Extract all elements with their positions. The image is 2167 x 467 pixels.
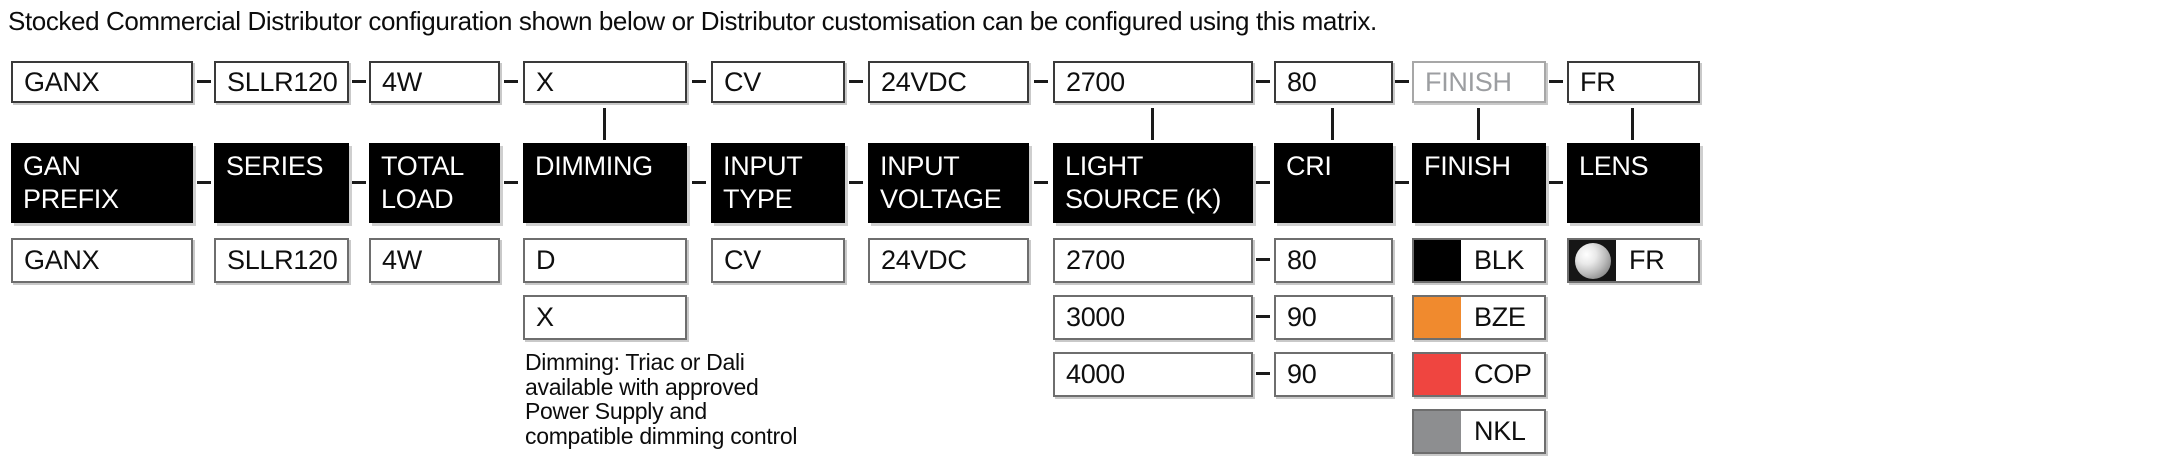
dash-separator bbox=[1549, 80, 1563, 83]
option-light-source-3000: 3000 bbox=[1053, 295, 1253, 340]
dash-separator bbox=[1034, 181, 1048, 184]
finish-code-label: NKL bbox=[1474, 416, 1526, 446]
header-input-type: INPUT TYPE bbox=[711, 143, 845, 223]
top-code-total-load: 4W bbox=[369, 61, 500, 103]
header-series: SERIES bbox=[214, 143, 349, 223]
option-finish-nkl: NKL bbox=[1412, 409, 1546, 454]
dash-separator bbox=[692, 181, 706, 184]
option-dimming-x: X bbox=[523, 295, 687, 340]
top-code-lens: FR bbox=[1567, 61, 1700, 103]
finish-swatch-copper bbox=[1414, 354, 1461, 395]
option-cri-80: 80 bbox=[1274, 238, 1393, 283]
dash-separator bbox=[504, 181, 518, 184]
header-total-load: TOTAL LOAD bbox=[369, 143, 500, 223]
header-input-voltage: INPUT VOLTAGE bbox=[868, 143, 1029, 223]
option-input-voltage: 24VDC bbox=[868, 238, 1029, 283]
option-total-load: 4W bbox=[369, 238, 500, 283]
option-cri-90a: 90 bbox=[1274, 295, 1393, 340]
matrix-title: Stocked Commercial Distributor configura… bbox=[8, 6, 1377, 36]
dash-separator bbox=[1549, 181, 1563, 184]
finish-code-label: BLK bbox=[1474, 245, 1525, 275]
column-connector-line bbox=[1477, 108, 1480, 140]
dash-separator bbox=[352, 80, 366, 83]
top-code-gan-prefix: GANX bbox=[11, 61, 193, 103]
finish-code-label: BZE bbox=[1474, 302, 1526, 332]
top-code-finish-placeholder: FINISH bbox=[1412, 61, 1546, 103]
dash-separator bbox=[849, 80, 863, 83]
dash-separator bbox=[1256, 80, 1270, 83]
option-dimming-d: D bbox=[523, 238, 687, 283]
header-gan-prefix: GAN PREFIX bbox=[11, 143, 193, 223]
option-light-source-4000: 4000 bbox=[1053, 352, 1253, 397]
finish-code-label: COP bbox=[1474, 359, 1532, 389]
header-light-source: LIGHT SOURCE (K) bbox=[1053, 143, 1253, 223]
option-finish-bze: BZE bbox=[1412, 295, 1546, 340]
top-code-cri: 80 bbox=[1274, 61, 1393, 103]
top-code-dimming: X bbox=[523, 61, 687, 103]
dash-separator bbox=[692, 80, 706, 83]
dash-separator bbox=[1395, 80, 1409, 83]
dash-separator bbox=[197, 80, 211, 83]
dash-separator bbox=[1034, 80, 1048, 83]
dash-separator bbox=[1395, 181, 1409, 184]
option-finish-cop: COP bbox=[1412, 352, 1546, 397]
option-light-source-2700: 2700 bbox=[1053, 238, 1253, 283]
dash-separator bbox=[1256, 372, 1270, 375]
column-connector-line bbox=[603, 108, 606, 140]
option-gan-prefix: GANX bbox=[11, 238, 193, 283]
header-dimming: DIMMING bbox=[523, 143, 687, 223]
option-series: SLLR120 bbox=[214, 238, 349, 283]
top-code-light-source: 2700 bbox=[1053, 61, 1253, 103]
dash-separator bbox=[1256, 258, 1270, 261]
column-connector-line bbox=[1331, 108, 1334, 140]
option-finish-blk: BLK bbox=[1412, 238, 1546, 283]
top-code-input-type: CV bbox=[711, 61, 845, 103]
option-cri-90b: 90 bbox=[1274, 352, 1393, 397]
top-code-series: SLLR120 bbox=[214, 61, 349, 103]
frosted-sphere-icon bbox=[1574, 242, 1611, 279]
lens-swatch bbox=[1569, 240, 1616, 281]
dash-separator bbox=[197, 181, 211, 184]
option-lens-fr: FR bbox=[1567, 238, 1700, 283]
dash-separator bbox=[1256, 181, 1270, 184]
header-finish: FINISH bbox=[1412, 143, 1546, 223]
finish-swatch-nickel bbox=[1414, 411, 1461, 452]
dash-separator bbox=[1256, 315, 1270, 318]
column-connector-line bbox=[1631, 108, 1634, 140]
column-connector-line bbox=[1151, 108, 1154, 140]
dimming-note: Dimming: Triac or Dali available with ap… bbox=[525, 349, 798, 449]
option-input-type: CV bbox=[711, 238, 845, 283]
dash-separator bbox=[352, 181, 366, 184]
header-cri: CRI bbox=[1274, 143, 1393, 223]
top-code-input-voltage: 24VDC bbox=[868, 61, 1029, 103]
finish-swatch-black bbox=[1414, 240, 1461, 281]
header-lens: LENS bbox=[1567, 143, 1700, 223]
dash-separator bbox=[849, 181, 863, 184]
finish-swatch-bronze bbox=[1414, 297, 1461, 338]
dash-separator bbox=[504, 80, 518, 83]
lens-code-label: FR bbox=[1629, 245, 1665, 275]
